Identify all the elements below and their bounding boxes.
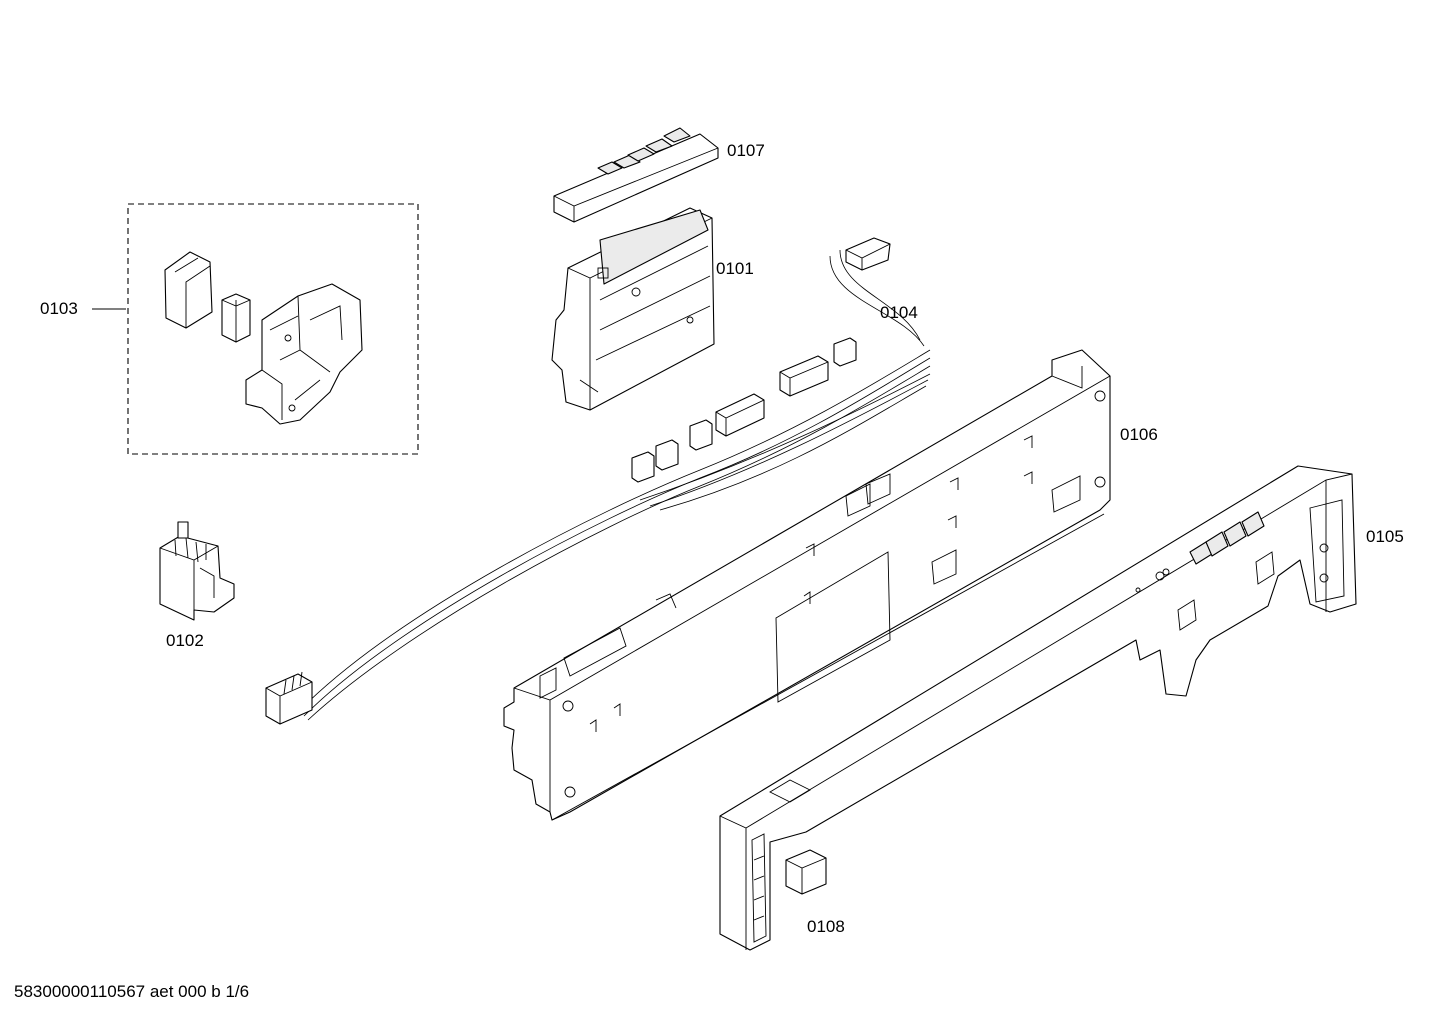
callout-0105: 0105 xyxy=(1366,527,1404,546)
part-0105-fascia xyxy=(719,465,1357,951)
part-0103-assembly xyxy=(127,203,419,455)
callout-0108: 0108 xyxy=(807,917,845,936)
callout-0101: 0101 xyxy=(716,259,754,278)
callout-0106: 0106 xyxy=(1120,425,1158,444)
part-0106-panel-frame xyxy=(503,349,1111,821)
part-0101-control-module xyxy=(551,207,715,411)
part-0104-wiring-harness xyxy=(265,237,931,725)
part-0108-block xyxy=(785,849,827,895)
part-0107-key-strip xyxy=(553,127,719,223)
callout-0102: 0102 xyxy=(166,631,204,650)
callout-0104: 0104 xyxy=(880,303,918,322)
part-0102-connector xyxy=(159,521,235,621)
drawing-reference-footer: 58300000110567 aet 000 b 1/6 xyxy=(14,982,250,1001)
callout-0107: 0107 xyxy=(727,141,765,160)
callout-0103: 0103 xyxy=(40,299,78,318)
